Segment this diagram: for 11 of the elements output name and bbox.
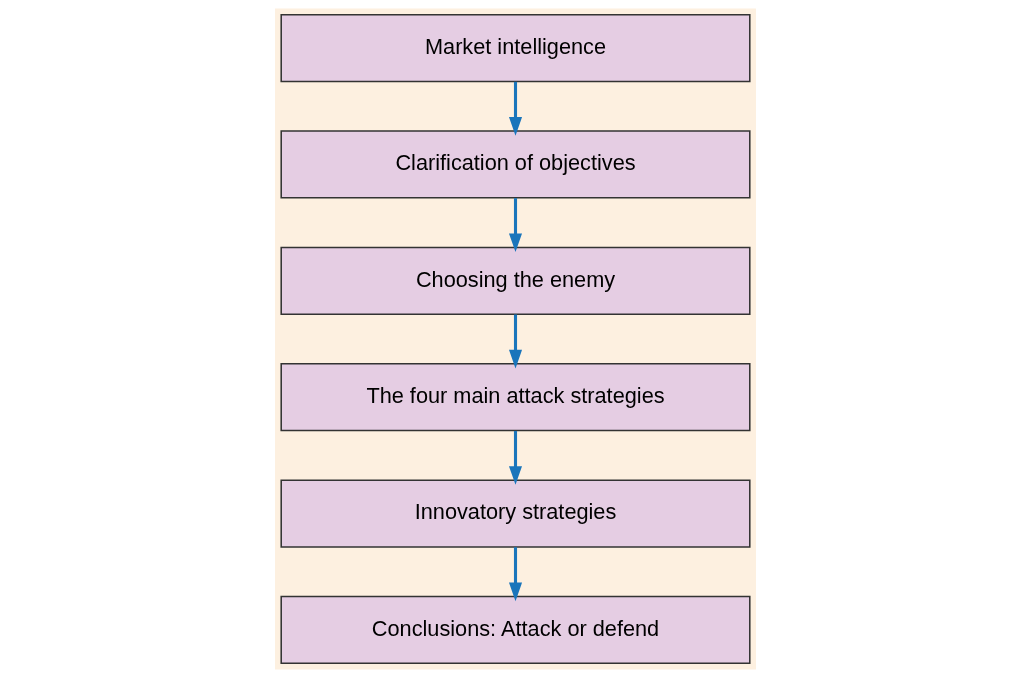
node-box: Clarification of objectives xyxy=(280,130,751,199)
arrow xyxy=(508,198,523,253)
node-box: The four main attack strategies xyxy=(280,363,751,432)
arrow xyxy=(508,430,523,485)
node-box: Innovatory strategies xyxy=(280,479,751,548)
arrow xyxy=(508,547,523,602)
node-box: Choosing the enemy xyxy=(280,246,751,315)
arrow xyxy=(508,314,523,369)
node-box: Market intelligence xyxy=(280,13,751,83)
arrow xyxy=(508,81,523,136)
node-box: Conclusions: Attack or defend xyxy=(280,595,751,665)
